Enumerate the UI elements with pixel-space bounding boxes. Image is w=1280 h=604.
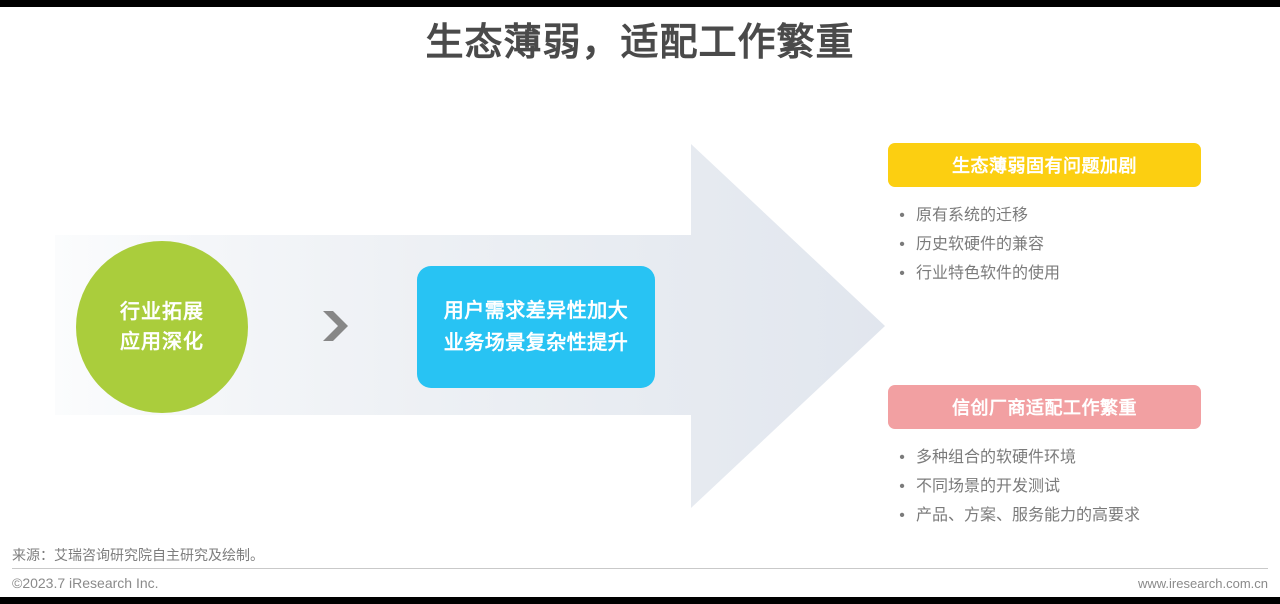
top-black-bar [0,0,1280,7]
bullet-icon: • [899,265,905,282]
list-item: • 行业特色软件的使用 [888,259,1201,288]
bullet-icon: • [899,449,905,466]
panel-ecosystem-issues: 生态薄弱固有问题加剧 • 原有系统的迁移 • 历史软硬件的兼容 • 行业特色软件… [888,143,1201,288]
bullet-icon: • [899,207,905,224]
list-item: • 历史软硬件的兼容 [888,230,1201,259]
copyright-text: ©2023.7 iResearch Inc. [12,575,159,591]
stage-box-line1: 用户需求差异性加大 [443,300,629,322]
bullet-icon: • [899,236,905,253]
bottom-black-bar [0,597,1280,604]
panel-vendor-adaptation: 信创厂商适配工作繁重 • 多种组合的软硬件环境 • 不同场景的开发测试 • 产品… [888,385,1201,530]
stage-circle: 行业拓展 应用深化 [76,241,248,413]
footer-divider [12,568,1268,569]
list-item-label: 产品、方案、服务能力的高要求 [916,507,1141,524]
stage-circle-line1: 行业拓展 [120,301,204,323]
panel-header-ecosystem-issues: 生态薄弱固有问题加剧 [888,143,1201,187]
list-item: • 不同场景的开发测试 [888,472,1201,501]
stage-box: 用户需求差异性加大 业务场景复杂性提升 [417,266,655,388]
bullet-icon: • [899,507,905,524]
stage-circle-line2: 应用深化 [120,331,204,353]
bullet-icon: • [899,478,905,495]
list-item: • 原有系统的迁移 [888,201,1201,230]
list-item-label: 原有系统的迁移 [916,207,1029,224]
source-note: 来源：艾瑞咨询研究院自主研究及绘制。 [12,547,264,563]
list-item: • 多种组合的软硬件环境 [888,443,1201,472]
page-title: 生态薄弱，适配工作繁重 [425,22,855,64]
panel-list-ecosystem-issues: • 原有系统的迁移 • 历史软硬件的兼容 • 行业特色软件的使用 [888,187,1201,288]
website-url: www.iresearch.com.cn [1137,576,1268,591]
list-item: • 产品、方案、服务能力的高要求 [888,501,1201,530]
stage-box-line2: 业务场景复杂性提升 [443,332,629,354]
list-item-label: 多种组合的软硬件环境 [916,449,1077,466]
list-item-label: 行业特色软件的使用 [916,265,1061,282]
list-item-label: 历史软硬件的兼容 [916,236,1045,253]
panel-header-vendor-adaptation: 信创厂商适配工作繁重 [888,385,1201,429]
chevron-right-icon [310,302,358,350]
panel-list-vendor-adaptation: • 多种组合的软硬件环境 • 不同场景的开发测试 • 产品、方案、服务能力的高要… [888,429,1201,530]
list-item-label: 不同场景的开发测试 [916,478,1061,495]
